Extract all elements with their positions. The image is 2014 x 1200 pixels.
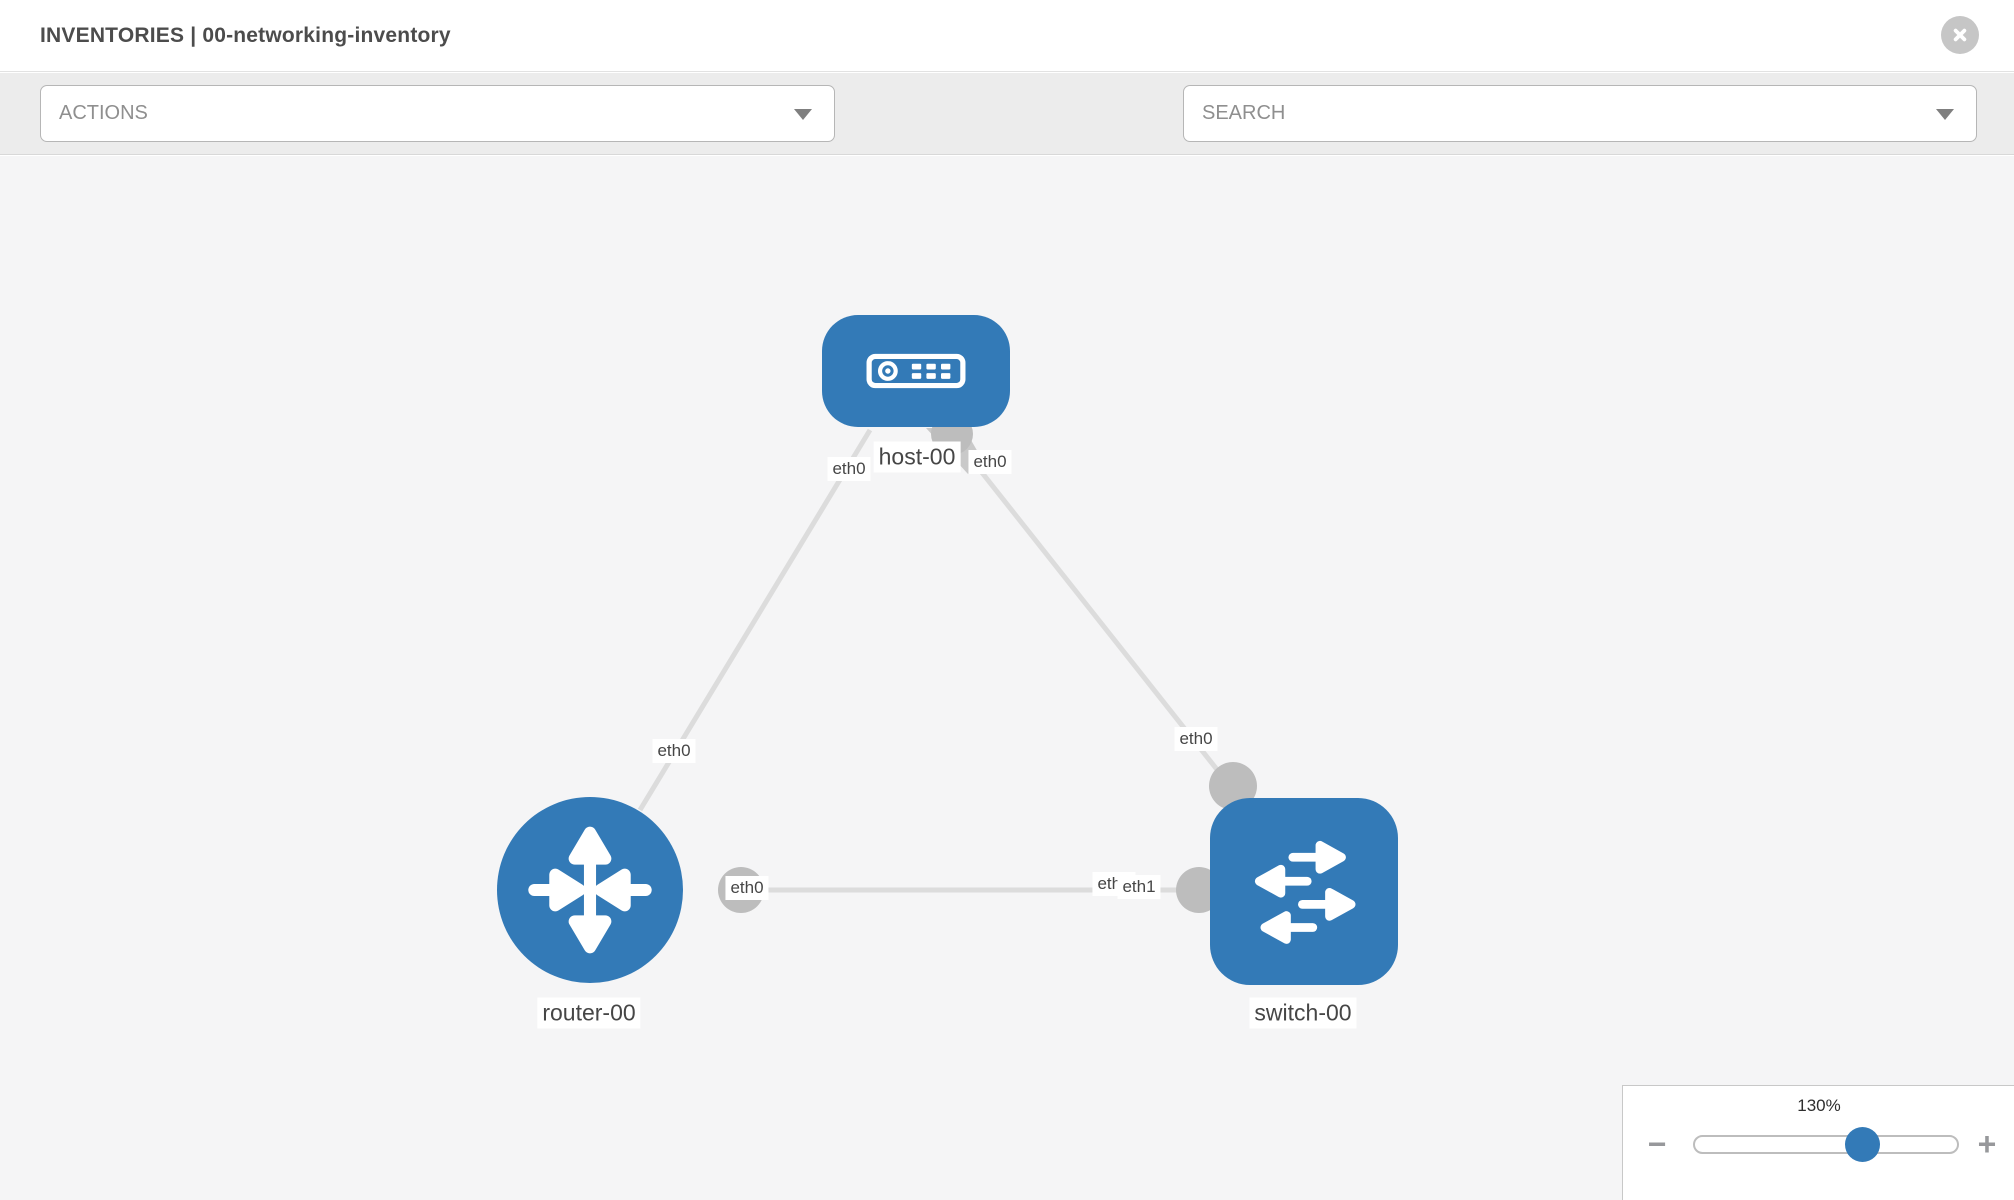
- zoom-slider-track[interactable]: [1693, 1135, 1959, 1154]
- interface-label: eth0: [1174, 727, 1218, 751]
- zoom-control-panel: 130% − +: [1622, 1085, 2014, 1200]
- zoom-slider-thumb[interactable]: [1845, 1127, 1880, 1162]
- search-dropdown-label: SEARCH: [1202, 102, 1286, 124]
- node-router-00[interactable]: [497, 797, 683, 983]
- zoom-out-button[interactable]: −: [1637, 1124, 1677, 1164]
- zoom-level-value: 130%: [1797, 1096, 1841, 1115]
- host-icon: [866, 353, 966, 389]
- chevron-down-icon: [1936, 108, 1954, 120]
- node-label-router: router-00: [537, 997, 641, 1029]
- close-button[interactable]: [1941, 16, 1979, 54]
- page-title: INVENTORIES | 00-networking-inventory: [40, 24, 451, 47]
- node-switch-00[interactable]: [1210, 798, 1398, 985]
- zoom-in-button[interactable]: +: [1967, 1124, 2007, 1164]
- interface-label: eth0: [652, 739, 696, 763]
- node-host-00[interactable]: [822, 315, 1010, 427]
- router-icon: [528, 826, 652, 954]
- node-label-host: host-00: [873, 441, 961, 473]
- interface-label: eth1: [1117, 875, 1161, 899]
- toolbar: ACTIONS SEARCH: [0, 73, 2014, 203]
- search-dropdown[interactable]: SEARCH: [1183, 85, 1977, 142]
- window-header: INVENTORIES | 00-networking-inventory: [0, 0, 2014, 72]
- actions-dropdown-label: ACTIONS: [59, 102, 148, 124]
- chevron-down-icon: [794, 108, 812, 120]
- node-label-switch: switch-00: [1249, 997, 1357, 1029]
- interface-label: eth0: [725, 876, 769, 900]
- interface-label: eth0: [827, 457, 871, 481]
- actions-dropdown[interactable]: ACTIONS: [40, 85, 835, 142]
- close-icon: [1953, 28, 1967, 42]
- interface-label: eth0: [968, 450, 1012, 474]
- links-layer: [637, 413, 1257, 913]
- topology-canvas[interactable]: eth0 eth0 eth0 eth0 eth0 eth0 eth1 host-…: [0, 156, 2014, 1200]
- switch-icon: [1254, 840, 1356, 944]
